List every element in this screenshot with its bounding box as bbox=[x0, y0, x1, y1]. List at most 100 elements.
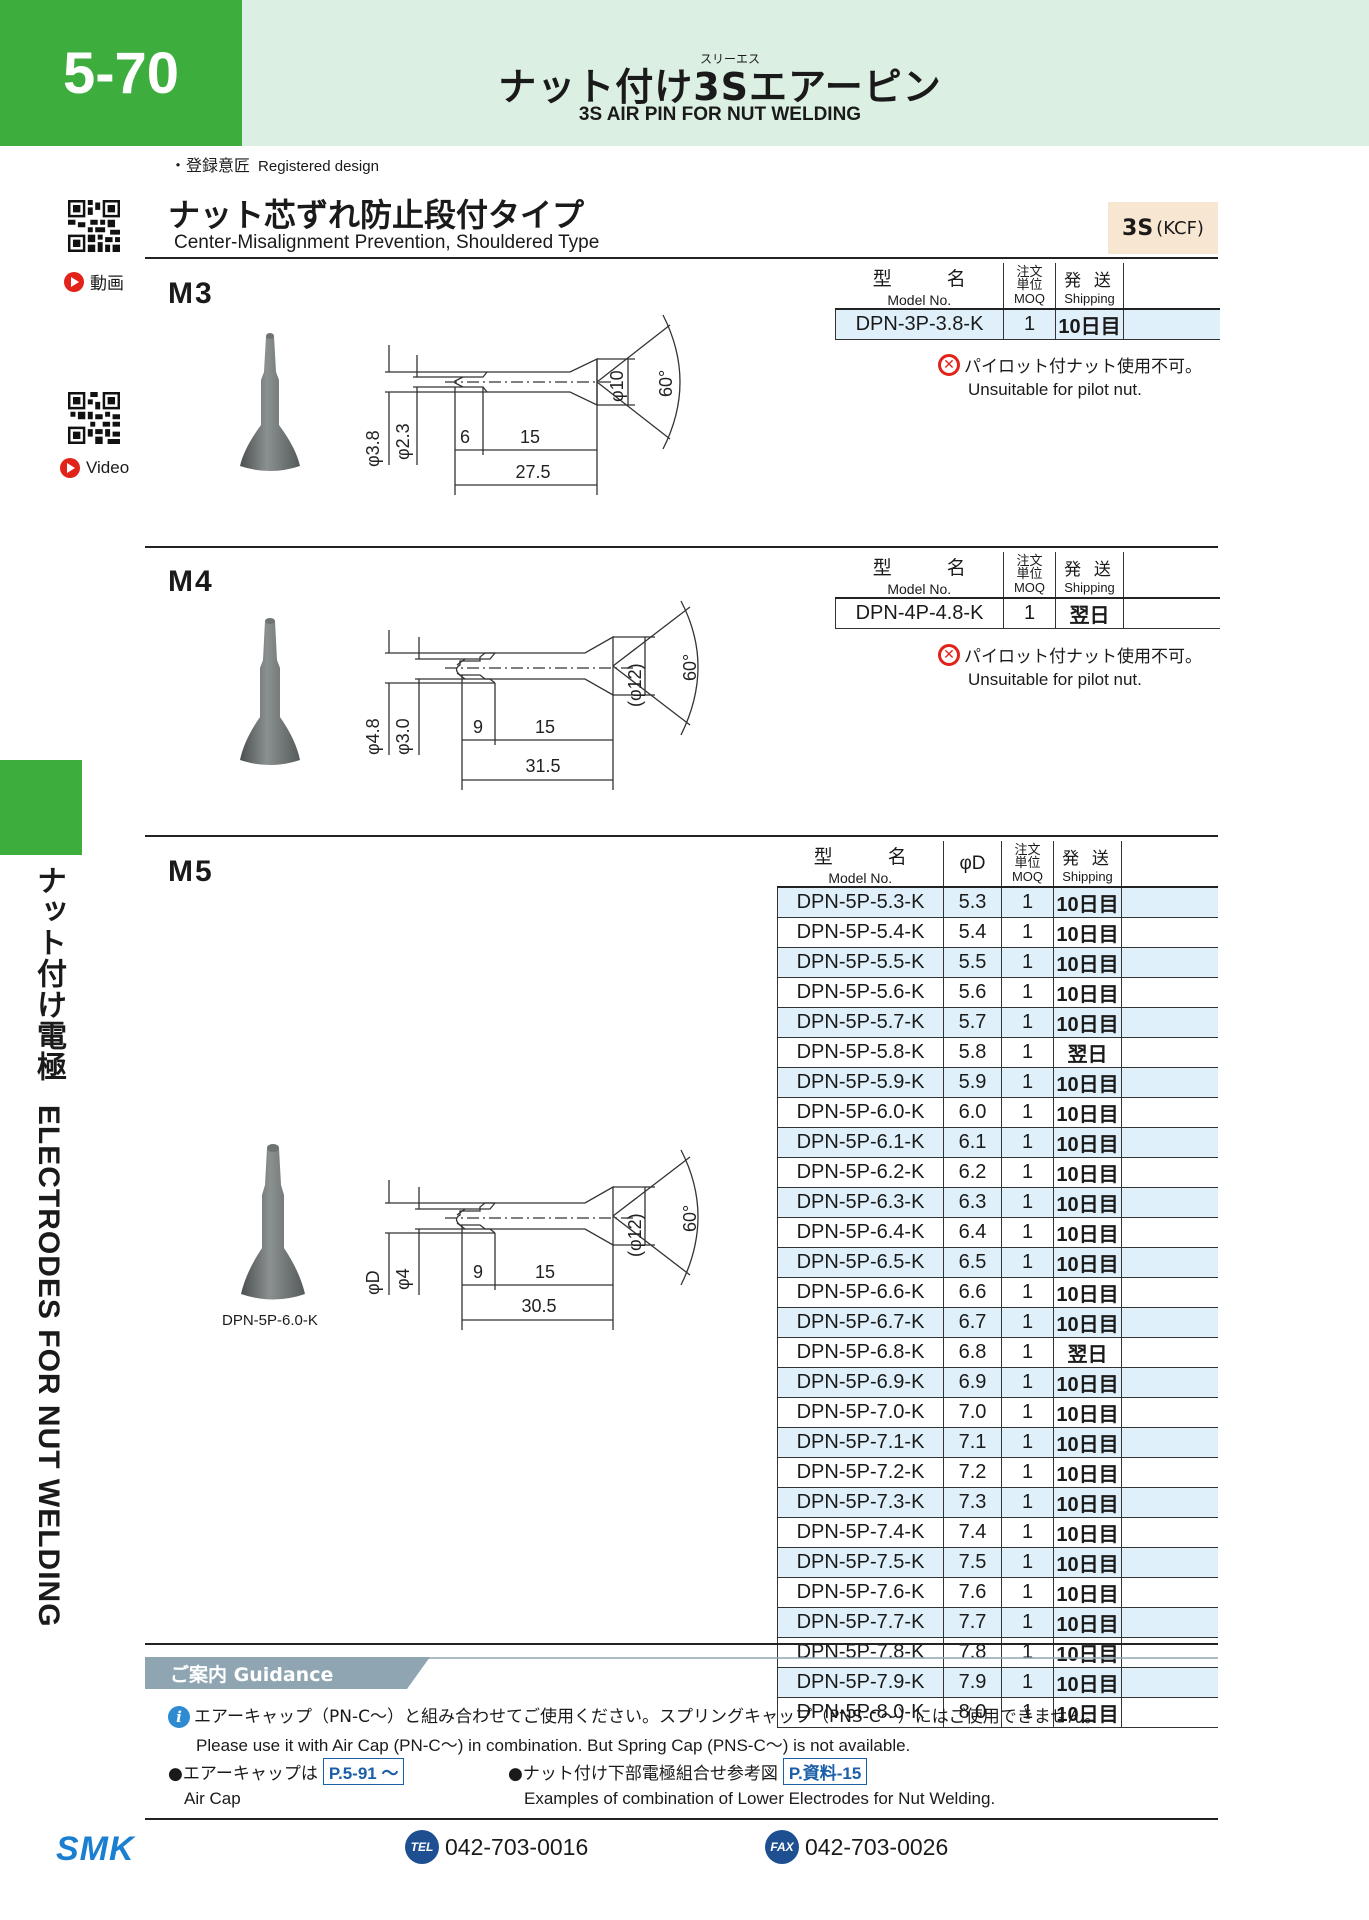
m4-dim-head: (φ12) bbox=[625, 663, 645, 707]
info-icon: i bbox=[168, 1706, 190, 1728]
diameter-cell: 7.3 bbox=[943, 1487, 1002, 1518]
section-title-jp: ナット芯ずれ防止段付タイプ bbox=[168, 196, 585, 234]
diameter-cell: 5.5 bbox=[943, 947, 1002, 978]
shipping-cell: 10日目 bbox=[1053, 1427, 1122, 1458]
m5-dim-l2: 15 bbox=[535, 1262, 555, 1282]
prohibited-icon: ✕ bbox=[938, 643, 960, 666]
moq-cell: 1 bbox=[1001, 1067, 1054, 1098]
model-cell: DPN-4P-4.8-K bbox=[835, 598, 1004, 629]
shipping-cell: 10日目 bbox=[1053, 1577, 1122, 1608]
moq-cell: 1 bbox=[1001, 1457, 1054, 1488]
diameter-cell: 6.5 bbox=[943, 1247, 1002, 1278]
model-cell: DPN-5P-5.5-K bbox=[777, 947, 944, 978]
m3-dim-total: 27.5 bbox=[515, 462, 550, 482]
shipping-cell: 10日目 bbox=[1053, 1517, 1122, 1548]
shipping-cell: 10日目 bbox=[1053, 1607, 1122, 1638]
shipping-cell: 10日目 bbox=[1053, 1667, 1122, 1698]
moq-cell: 1 bbox=[1001, 1157, 1054, 1188]
qr-code-icon[interactable] bbox=[68, 200, 120, 252]
video-link-jp[interactable]: 動画 bbox=[64, 269, 124, 294]
ref1-page-link[interactable]: P.5-91 ～ bbox=[322, 1758, 405, 1785]
m3-dim-d1: φ3.8 bbox=[363, 430, 383, 467]
guidance-banner bbox=[145, 1657, 1218, 1689]
m4-dim-d2: φ3.0 bbox=[393, 718, 413, 755]
shipping-cell: 10日目 bbox=[1053, 1367, 1122, 1398]
diameter-cell: 5.9 bbox=[943, 1067, 1002, 1098]
ref1-jp: ●エアーキャップは bbox=[168, 1764, 318, 1784]
model-cell: DPN-5P-7.5-K bbox=[777, 1547, 944, 1578]
m3-dim-d2: φ2.3 bbox=[393, 423, 413, 460]
model-cell: DPN-5P-6.9-K bbox=[777, 1367, 944, 1398]
m4-dim-angle: 60° bbox=[680, 654, 700, 681]
model-cell: DPN-5P-7.1-K bbox=[777, 1427, 944, 1458]
shipping-cell: 10日目 bbox=[1053, 887, 1122, 918]
m5-product-photo bbox=[241, 1144, 305, 1300]
moq-cell: 1 bbox=[1001, 1187, 1054, 1218]
moq-cell: 1 bbox=[1001, 1517, 1054, 1548]
m5-photo-caption: DPN-5P-6.0-K bbox=[222, 1312, 318, 1329]
moq-cell: 1 bbox=[1003, 309, 1056, 340]
guidance-note-jp: エアーキャップ（PN-C～）と組み合わせてご使用ください。スプリングキャップ（P… bbox=[194, 1707, 1102, 1727]
diameter-cell: 5.3 bbox=[943, 887, 1002, 918]
model-cell: DPN-5P-6.8-K bbox=[777, 1337, 944, 1368]
model-cell: DPN-3P-3.8-K bbox=[835, 309, 1004, 340]
m3-warning-jp: パイロット付ナット使用不可。 bbox=[964, 357, 1202, 377]
diameter-cell: 5.6 bbox=[943, 977, 1002, 1008]
diameter-cell: 7.4 bbox=[943, 1517, 1002, 1548]
diameter-cell: 7.9 bbox=[943, 1667, 1002, 1698]
section-divider bbox=[145, 257, 1218, 259]
diameter-cell: 6.3 bbox=[943, 1187, 1002, 1218]
side-category-jp: ナット付け電極 bbox=[31, 865, 66, 1082]
model-cell: DPN-5P-7.0-K bbox=[777, 1397, 944, 1428]
video-label-en: Video bbox=[86, 458, 130, 477]
fax-number: 042-703-0026 bbox=[805, 1833, 949, 1860]
moq-cell: 1 bbox=[1001, 1007, 1054, 1038]
diameter-cell: 6.7 bbox=[943, 1307, 1002, 1338]
guidance-label: ご案内 Guidance bbox=[170, 1664, 334, 1686]
table-bottom-rule bbox=[145, 1643, 1218, 1645]
shipping-cell: 10日目 bbox=[1053, 1277, 1122, 1308]
moq-cell: 1 bbox=[1001, 1277, 1054, 1308]
model-cell: DPN-5P-7.2-K bbox=[777, 1457, 944, 1488]
video-link-en[interactable]: Video bbox=[60, 458, 129, 478]
footer-rule bbox=[145, 1818, 1218, 1820]
model-cell: DPN-5P-6.5-K bbox=[777, 1247, 944, 1278]
moq-cell: 1 bbox=[1001, 1247, 1054, 1278]
ref2-page-link[interactable]: P.資料-15 bbox=[782, 1758, 868, 1785]
model-cell: DPN-5P-6.1-K bbox=[777, 1127, 944, 1158]
model-cell: DPN-5P-7.9-K bbox=[777, 1667, 944, 1698]
shipping-cell: 10日目 bbox=[1053, 917, 1122, 948]
m3-dim-l2: 15 bbox=[520, 427, 540, 447]
ref2-en: Examples of combination of Lower Electro… bbox=[524, 1789, 996, 1808]
m3-pilot-warning: ✕パイロット付ナット使用不可。 Unsuitable for pilot nut… bbox=[938, 352, 1202, 400]
shipping-cell: 10日目 bbox=[1053, 1217, 1122, 1248]
logo-text: SMK bbox=[56, 1830, 136, 1864]
side-tab-marker bbox=[0, 760, 82, 855]
fax-icon: FAX bbox=[765, 1830, 799, 1864]
shipping-cell: 翌日 bbox=[1055, 598, 1124, 629]
diameter-cell: 7.7 bbox=[943, 1607, 1002, 1638]
diameter-cell: 7.0 bbox=[943, 1397, 1002, 1428]
shipping-cell: 翌日 bbox=[1053, 1037, 1122, 1068]
m4-product-photo bbox=[240, 618, 300, 765]
model-cell: DPN-5P-6.4-K bbox=[777, 1217, 944, 1248]
model-cell: DPN-5P-7.6-K bbox=[777, 1577, 944, 1608]
qr-code-icon[interactable] bbox=[68, 392, 120, 444]
